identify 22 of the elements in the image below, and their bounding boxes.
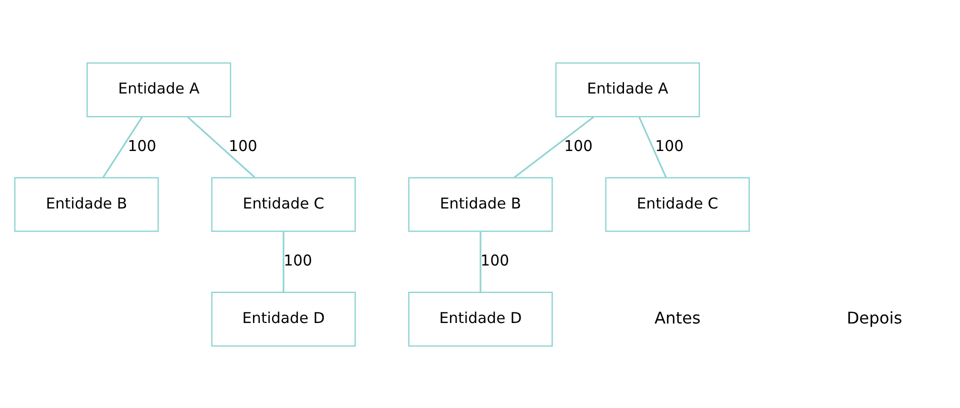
node-box: Entidade D (408, 291, 552, 346)
connector (186, 116, 255, 178)
connector (513, 116, 594, 178)
node-box: Entidade B (408, 176, 552, 232)
node-box: Entidade D (210, 291, 356, 346)
node-box: Entidade A (554, 62, 700, 117)
edge-label: 100 (228, 136, 257, 155)
connector (479, 231, 481, 292)
connector (102, 116, 142, 178)
node-box: Entidade A (86, 62, 231, 117)
connector (282, 231, 284, 292)
node-box: Entidade C (210, 176, 356, 232)
label: Depois (846, 308, 902, 327)
node-box: Entidade B (14, 176, 158, 232)
edge-label: 100 (283, 251, 312, 270)
connector (638, 116, 666, 178)
node-box: Entidade C (604, 176, 750, 232)
label: Antes (654, 308, 700, 327)
edge-label: 100 (480, 251, 509, 270)
edge-label: 100 (127, 136, 156, 155)
edge-label: 100 (654, 136, 684, 155)
edge-label: 100 (564, 136, 592, 155)
